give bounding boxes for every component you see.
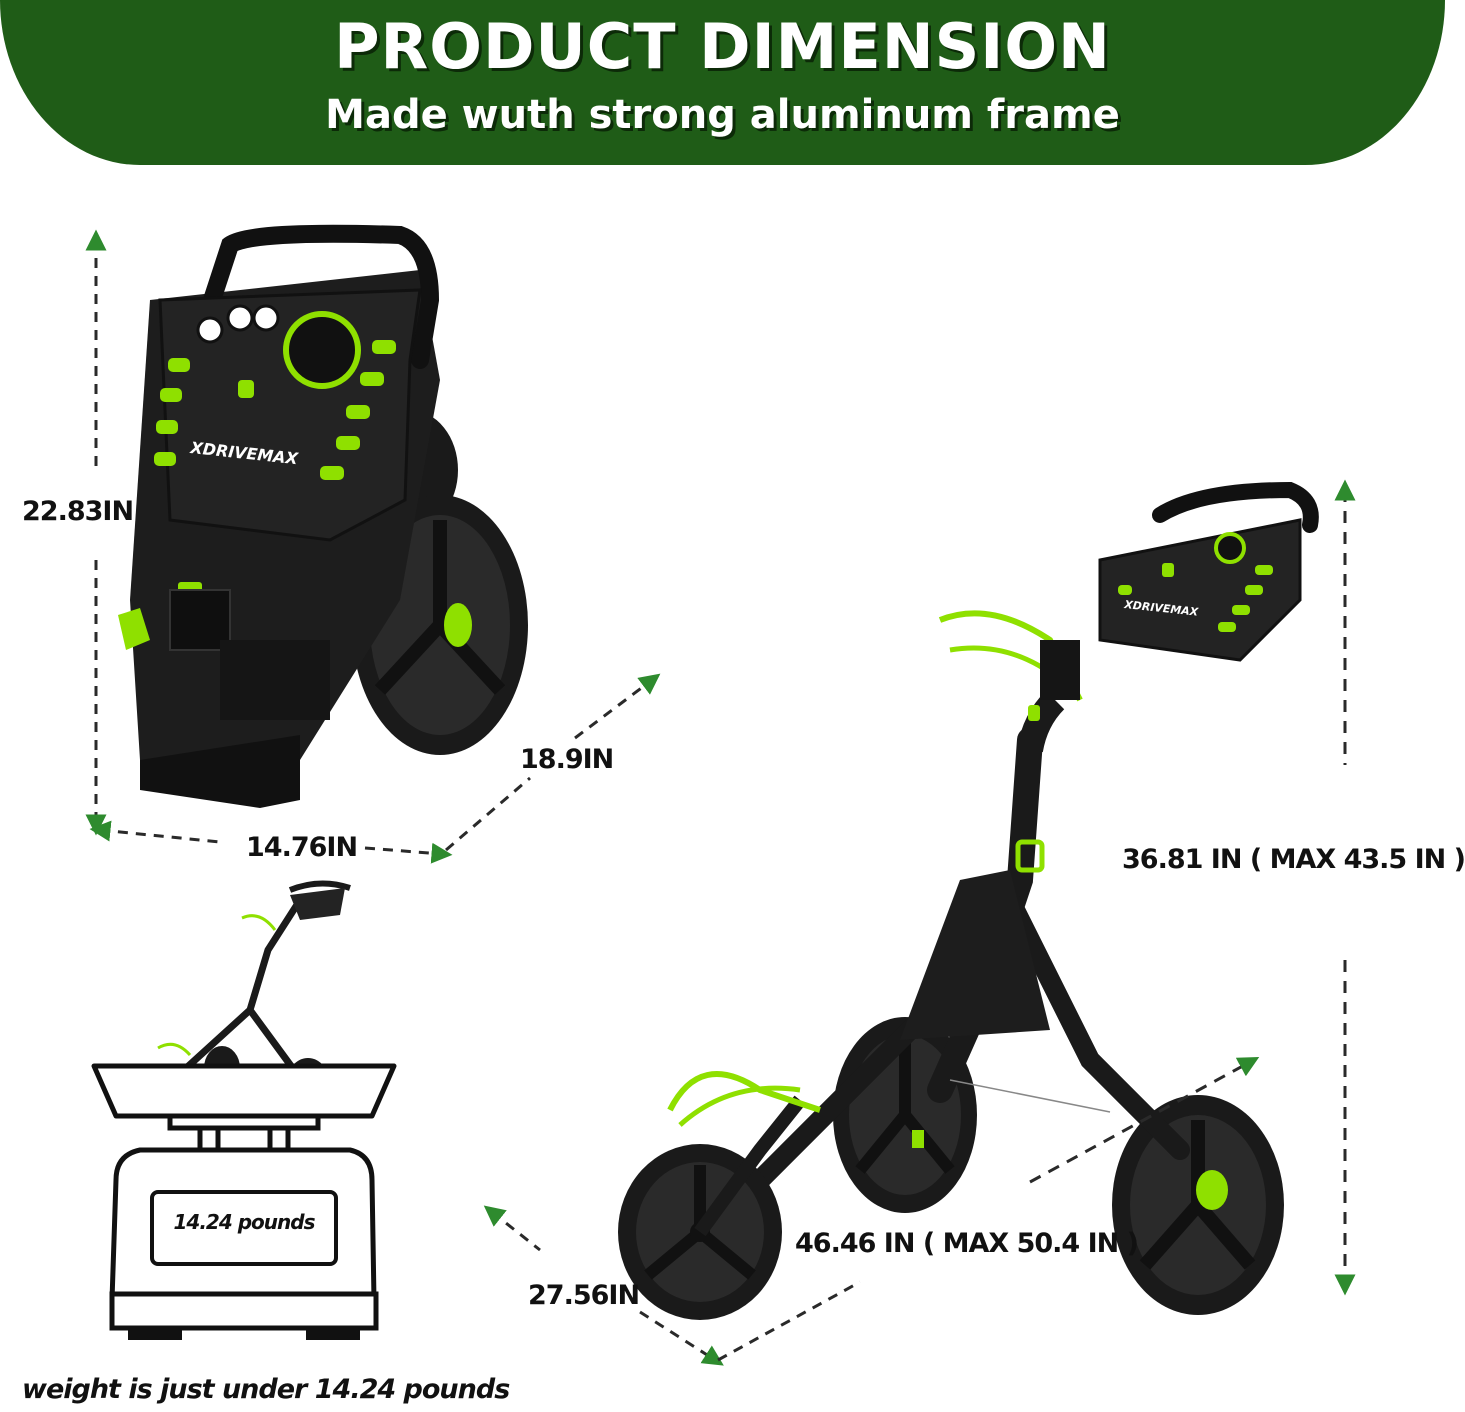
- banner-subtitle: Made wuth strong aluminum frame: [325, 92, 1120, 138]
- folded-width-line-right: [364, 842, 453, 864]
- folded-depth-line-bottom: [445, 776, 531, 852]
- scale-display-text: 14.24 pounds: [173, 1210, 316, 1234]
- unfolded-length-label: 46.46 IN ( MAX 50.4 IN ): [795, 1228, 1139, 1259]
- unfolded-height-label: 36.81 IN ( MAX 43.5 IN ): [1122, 844, 1465, 875]
- folded-depth-line-top: [574, 673, 661, 740]
- folded-width-label: 14.76IN: [246, 832, 358, 863]
- unfolded-width-line-base: [717, 1280, 861, 1362]
- folded-height-label: 22.83IN: [22, 496, 134, 527]
- unfolded-wheel-rear-right: [1112, 1095, 1284, 1315]
- unfolded-cart-image: XDRIVEMAX: [618, 481, 1319, 1320]
- header-banner: PRODUCT DIMENSION Made wuth strong alumi…: [0, 0, 1445, 165]
- banner-title: PRODUCT DIMENSION: [334, 10, 1111, 83]
- weight-caption: weight is just under 14.24 pounds: [22, 1374, 510, 1405]
- unfolded-lime-grips: [1028, 563, 1273, 721]
- folded-cart-image: XDRIVEMAX: [118, 224, 528, 808]
- folded-lime-grips: [118, 340, 396, 650]
- unfolded-width-line-left: [483, 1205, 541, 1252]
- unfolded-width-label: 27.56IN: [528, 1280, 640, 1311]
- folded-depth-label: 18.9IN: [520, 744, 614, 775]
- unfolded-width-line-right: [639, 1310, 724, 1366]
- folded-width-line-left: [89, 820, 221, 844]
- kitchen-scale-icon: [91, 1063, 397, 1340]
